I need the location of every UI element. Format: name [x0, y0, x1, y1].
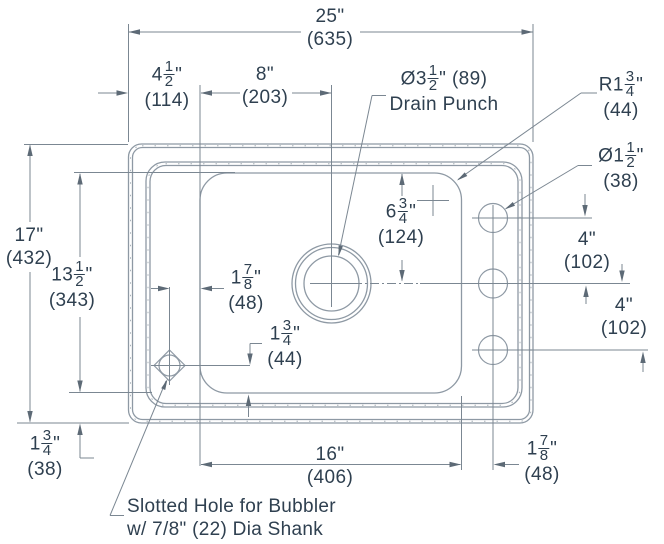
- dim-faucet-edge-offset-metric: (48): [524, 464, 560, 485]
- arrowheads: [27, 29, 646, 468]
- drain-punch-text: Drain Punch: [389, 94, 499, 115]
- dim-rim-margin-metric: (38): [27, 459, 63, 480]
- dim-bowl-width: 16" (406): [307, 443, 353, 489]
- dim-drain-offset-x-inches: 8": [255, 64, 275, 85]
- rim-tick-marks: [130, 145, 532, 422]
- dim-bowl-width-inches: 16": [315, 444, 345, 465]
- dim-faucet-spacing-lower: 4" (102): [601, 294, 647, 340]
- dim-overall-depth: 17" (432): [6, 224, 52, 270]
- faucet-hole-dia-metric: (38): [603, 171, 639, 192]
- dim-drain-offset-x: 8" (203): [242, 63, 288, 109]
- dimension-lines: [17, 24, 644, 470]
- dim-edge-offset-metric: (114): [144, 90, 190, 111]
- dim-drain-offset-x-metric: (203): [241, 87, 289, 108]
- dim-bubbler-offset-x-metric: (48): [228, 293, 264, 314]
- dim-drain-offset-y-metric: (124): [377, 227, 425, 248]
- dim-faucet-spacing-upper-metric: (102): [563, 252, 611, 273]
- dim-faucet-spacing-lower-metric: (102): [600, 318, 648, 339]
- dim-overall-depth-metric: (432): [5, 248, 53, 269]
- dim-overall-width: 25" (635): [307, 5, 353, 51]
- dim-bubbler-offset-y-metric: (44): [267, 349, 303, 370]
- dim-faucet-spacing-upper-inches: 4": [577, 229, 597, 250]
- dim-faucet-spacing-upper: 4" (102): [564, 228, 610, 274]
- dim-bowl-depth-metric: (343): [48, 290, 96, 311]
- dim-bowl-width-metric: (406): [306, 467, 354, 488]
- dim-overall-width-metric: (635): [306, 29, 354, 50]
- corner-radius-metric: (44): [603, 100, 639, 121]
- dim-overall-width-inches: 25": [315, 6, 345, 27]
- dim-faucet-spacing-lower-inches: 4": [614, 295, 634, 316]
- centerlines: [151, 85, 648, 470]
- bubbler-note-line1: Slotted Hole for Bubbler: [127, 496, 336, 517]
- bubbler-note-line2: w/ 7/8" (22) Dia Shank: [127, 519, 324, 540]
- dim-overall-depth-inches: 17": [14, 225, 44, 246]
- leader-lines: [109, 92, 597, 516]
- bubbler-note: Slotted Hole for Bubbler w/ 7/8" (22) Di…: [127, 495, 336, 541]
